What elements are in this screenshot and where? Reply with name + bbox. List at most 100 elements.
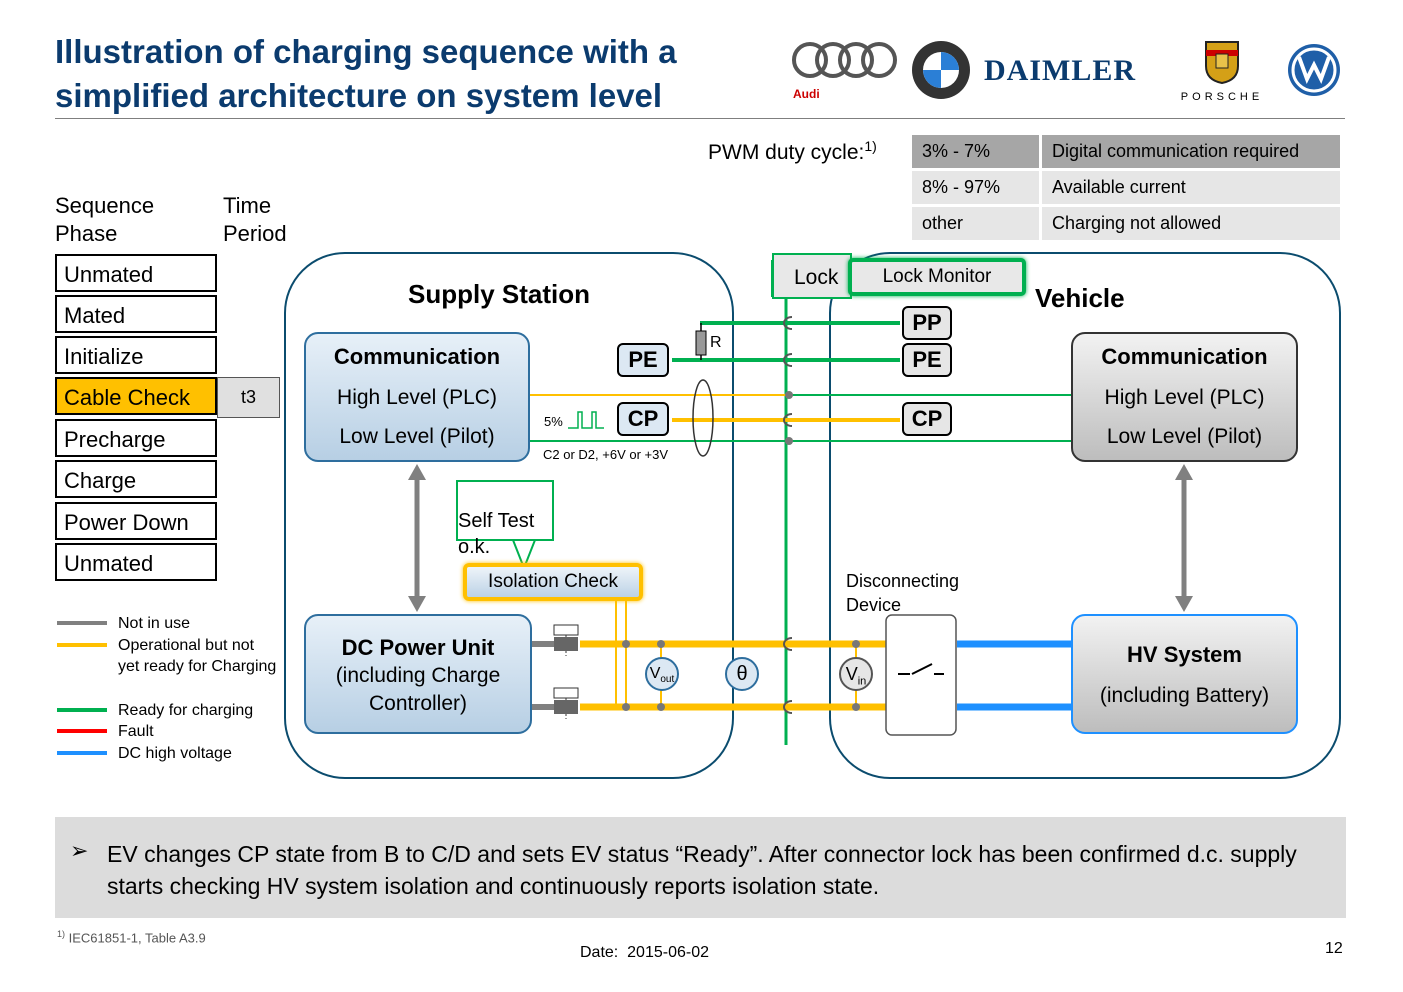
note-box (55, 817, 1346, 918)
pwm-row: 8% - 97% Available current (912, 171, 1340, 204)
vehicle-high-level: High Level (PLC) (1104, 386, 1265, 409)
sequence-phase-header: Sequence Phase (55, 193, 155, 246)
vehicle-comm-title: Communication (1101, 344, 1268, 369)
connector-icon (783, 637, 793, 651)
vehicle-label: Vehicle (1035, 283, 1125, 313)
connector-icon (783, 413, 793, 427)
cp-state-label: C2 or D2, +6V or +3V (543, 447, 669, 462)
cable-bundle-icon (692, 379, 714, 457)
sequence-phase-cell: Power Down (55, 502, 217, 540)
legend-label: DC high voltage (118, 745, 232, 762)
title-divider (55, 118, 1345, 119)
note-text: EV changes CP state from B to C/D and se… (107, 841, 1297, 899)
date-value: 2015-06-02 (627, 944, 709, 961)
legend-swatch (57, 729, 107, 733)
vw-roundel-icon (1288, 44, 1340, 96)
time-period-header: Time Period (223, 193, 287, 246)
footnote: 1) IEC61851-1, Table A3.9 (57, 929, 206, 945)
footnote-text: IEC61851-1, Table A3.9 (68, 930, 206, 946)
legend-swatch (57, 751, 107, 755)
porsche-logo: PORSCHE (1166, 40, 1278, 103)
pwm-range: 3% - 7% (912, 135, 1039, 168)
resistor-icon (695, 330, 707, 356)
pwm-meaning: Charging not allowed (1042, 207, 1340, 240)
legend-label: Ready for charging (118, 702, 254, 719)
dc-power-unit-subtitle: (including Charge Controller) (335, 664, 501, 715)
station-communication-block: Communication High Level (PLC) Low Level… (304, 332, 530, 462)
vehicle-communication-block: Communication High Level (PLC) Low Level… (1071, 332, 1298, 462)
pwm-row: 3% - 7% Digital communication required (912, 135, 1340, 168)
lock-monitor-label: Lock Monitor (882, 266, 992, 287)
vehicle-pe-node: PE (902, 343, 952, 377)
legend-swatch (57, 708, 107, 712)
vin-subscript: in (857, 675, 867, 688)
supply-station-label: Supply Station (408, 279, 590, 309)
supply-station-frame (284, 252, 734, 779)
station-pe-node: PE (617, 343, 669, 377)
audi-wordmark: Audi (793, 87, 820, 101)
porsche-wordmark: PORSCHE (1180, 91, 1264, 103)
pwm-meaning: Available current (1042, 171, 1340, 204)
resistor-label: R (710, 334, 722, 351)
sequence-phase-cell: Unmated (55, 254, 217, 292)
pwm-table: 3% - 7% Digital communication required 8… (909, 132, 1343, 243)
disconnecting-device-label: Disconnecting Device (846, 571, 960, 615)
hv-system-block: HV System (including Battery) (1071, 614, 1298, 734)
pwm-footnote-mark: 1) (864, 138, 877, 154)
vehicle-pp-node: PP (902, 306, 952, 340)
vout-symbol: V (649, 665, 661, 682)
vehicle-frame (829, 252, 1341, 779)
bullet-arrow-icon: ➢ (70, 838, 89, 863)
station-low-level: Low Level (Pilot) (339, 425, 495, 448)
theta-symbol: θ (736, 663, 748, 685)
lock-label: Lock (794, 266, 839, 289)
vehicle-cp-node: CP (902, 402, 952, 436)
sequence-phase-cell: Charge (55, 460, 217, 498)
self-test-callout: Self Test o.k. (456, 480, 554, 558)
legend-swatch (57, 643, 107, 647)
audi-logo: Audi (790, 40, 898, 102)
sequence-phase-cell: Mated (55, 295, 217, 333)
connector-icon (783, 316, 793, 330)
footnote-mark: 1) (57, 929, 66, 939)
pwm-range: other (912, 207, 1039, 240)
vout-subscript: out (660, 674, 675, 686)
daimler-logo: DAIMLER (984, 54, 1137, 87)
sequence-phase-cell: Initialize (55, 336, 217, 374)
vout-meter-icon: Vout (645, 657, 679, 691)
station-comm-title: Communication (333, 344, 501, 369)
connector-icon (785, 391, 793, 399)
bmw-roundel-icon (912, 41, 970, 99)
disconnecting-device (885, 614, 957, 736)
pwm-row: other Charging not allowed (912, 207, 1340, 240)
station-cp-node: CP (617, 402, 669, 436)
dc-power-unit-block: DC Power Unit (including Charge Controll… (304, 614, 532, 734)
lock-monitor-box: Lock Monitor (848, 258, 1026, 296)
connector-icon (783, 700, 793, 714)
hv-system-subtitle: (including Battery) (1099, 684, 1270, 707)
date-label: Date: (580, 944, 619, 961)
pwm-wave-icon (568, 411, 604, 429)
legend-label: Not in use (118, 615, 191, 632)
bmw-logo (911, 40, 971, 100)
legend-label: Operational but not yet ready for Chargi… (118, 637, 277, 675)
pwm-duty-cycle-label: PWM duty cycle:1) (708, 138, 877, 165)
switch-icon (898, 663, 944, 675)
self-test-text: Self Test o.k. (458, 510, 535, 558)
contactor-icon (553, 687, 579, 699)
hv-system-title: HV System (1127, 642, 1242, 667)
pwm-range: 8% - 97% (912, 171, 1039, 204)
sequence-phase-cell-active: Cable Check (55, 377, 217, 415)
pwm-label-text: PWM duty cycle: (708, 141, 865, 164)
time-period-cell: t3 (217, 377, 280, 418)
temperature-sensor-icon: θ (725, 657, 759, 691)
lock-box: Lock (772, 253, 852, 299)
isolation-check-label: Isolation Check (488, 571, 618, 592)
sequence-phase-cell: Unmated (55, 543, 217, 581)
dc-power-unit-title: DC Power Unit (341, 635, 495, 660)
page-title: Illustration of charging sequence with a… (55, 33, 677, 114)
vehicle-low-level: Low Level (Pilot) (1106, 425, 1263, 448)
sequence-phase-cell: Precharge (55, 419, 217, 457)
page-number: 12 (1325, 940, 1343, 957)
vw-logo (1287, 43, 1341, 97)
